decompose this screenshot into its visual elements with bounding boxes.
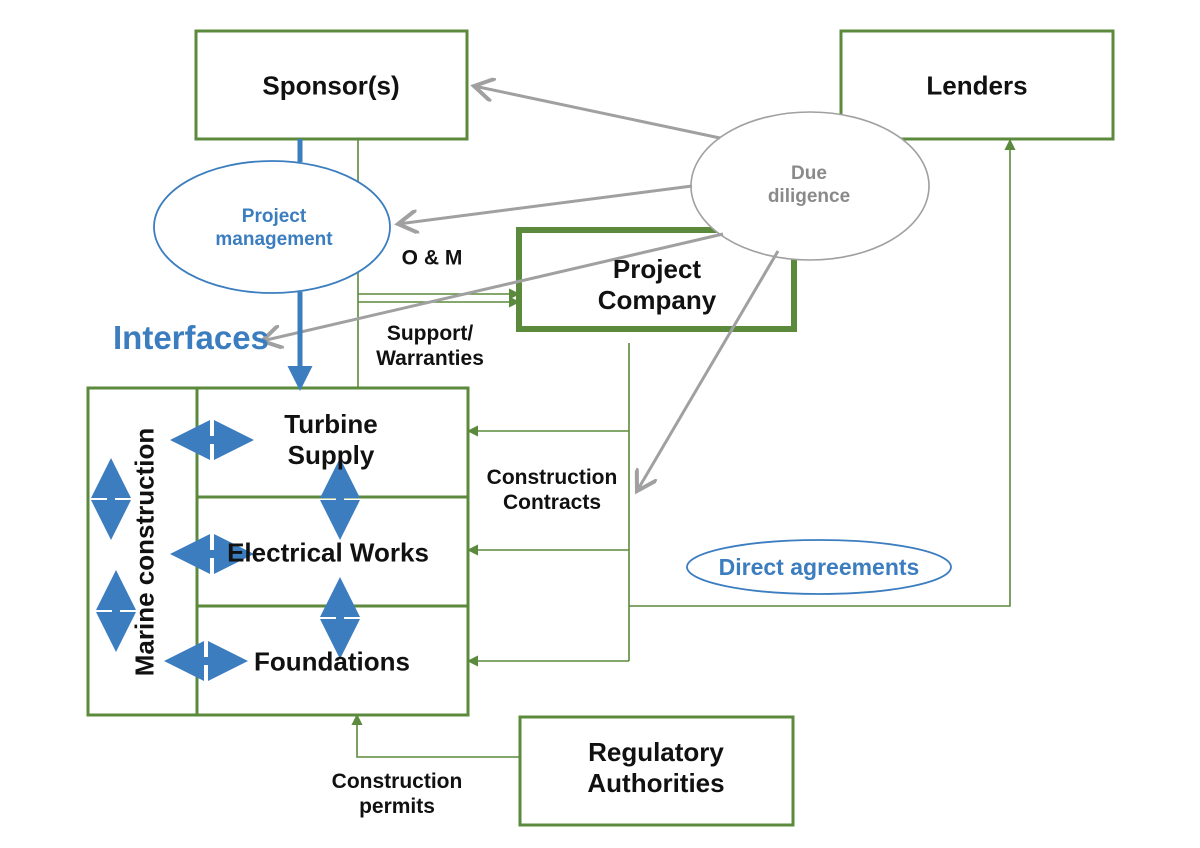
foundations-label: Foundations xyxy=(254,646,410,677)
dd-arrow-sponsors xyxy=(474,86,721,140)
dd-arrow-project-management xyxy=(398,184,693,224)
support-line-1: Support/ xyxy=(386,321,474,345)
direct-agreements-ellipse xyxy=(686,539,952,595)
support-line-2: Warranties xyxy=(376,347,484,370)
sponsors-label: Sponsor(s) xyxy=(262,70,400,101)
marine-construction-label: Marine construction xyxy=(129,427,160,677)
contracts-line-2: Contracts xyxy=(502,491,602,514)
project-management-ellipse xyxy=(153,160,391,294)
permits-line-2: permits xyxy=(359,795,435,818)
turbine-supply-line-2: Supply xyxy=(287,440,375,470)
support-warranties-label: Support/ Warranties xyxy=(376,321,484,371)
due-diligence-line-2: diligence xyxy=(767,186,851,207)
construction-contracts-label: Construction Contracts xyxy=(487,465,618,515)
turbine-supply-line-1: Turbine xyxy=(284,408,378,439)
dd-arrow-contracts xyxy=(637,250,780,491)
interfaces-label: Interfaces xyxy=(113,319,269,356)
lenders-label: Lenders xyxy=(926,70,1028,101)
dd-arrow-interfaces xyxy=(262,232,724,341)
permits-line xyxy=(351,713,520,758)
sponsors-box xyxy=(194,29,469,141)
due-diligence-line-1: Due xyxy=(791,163,827,185)
om-label: O & M xyxy=(401,246,463,270)
project-company-label: Project Company xyxy=(598,254,716,316)
regulatory-line-2: Authorities xyxy=(587,768,725,798)
direct-agreements-label: Direct agreements xyxy=(718,554,920,581)
regulatory-line-1: Regulatory xyxy=(588,736,724,767)
regulatory-box xyxy=(518,715,795,827)
permits-line-1: Construction xyxy=(331,769,463,793)
project-company-line-2: Company xyxy=(597,285,717,315)
regulatory-authorities-label: Regulatory Authorities xyxy=(587,737,724,799)
project-company-line-1: Project xyxy=(612,253,702,284)
lenders-box xyxy=(839,29,1115,141)
project-management-label: Project management xyxy=(215,206,332,252)
contracts-line-1: Construction xyxy=(486,465,618,489)
turbine-supply-label: Turbine Supply xyxy=(284,409,377,471)
project-management-line-2: management xyxy=(215,229,333,250)
electrical-works-label: Electrical Works xyxy=(227,537,429,568)
project-management-line-1: Project xyxy=(241,206,307,228)
construction-permits-label: Construction permits xyxy=(332,769,463,819)
direct-agreements-line xyxy=(629,138,1016,607)
due-diligence-label: Due diligence xyxy=(768,163,850,209)
